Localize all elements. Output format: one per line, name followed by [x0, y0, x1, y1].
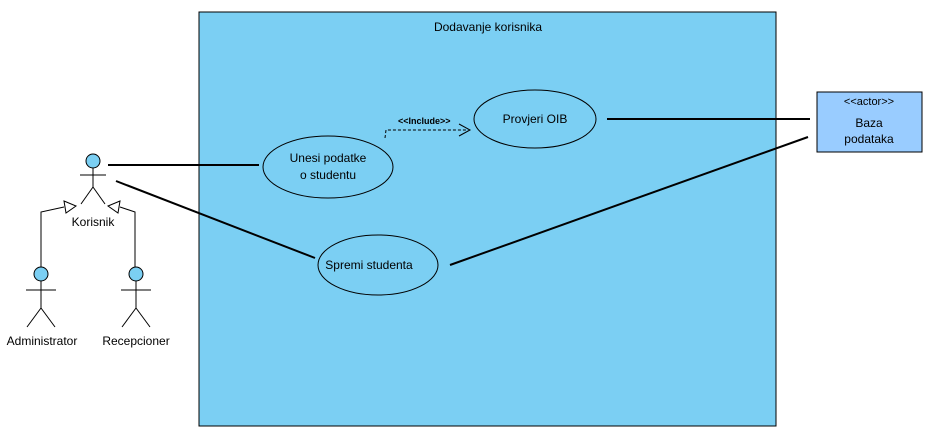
actor-recepcioner-label: Recepcioner: [102, 334, 169, 348]
actor-korisnik-label: Korisnik: [72, 215, 116, 229]
usecase-unesi-ellipse[interactable]: [262, 135, 394, 199]
actor-korisnik-leg-left: [80, 186, 94, 205]
associations: [108, 118, 810, 266]
usecase-spremi-studenta[interactable]: Spremi studenta: [317, 234, 439, 296]
usecase-unesi-label-line1: Unesi podatke: [290, 151, 367, 165]
system-title: Dodavanje korisnika: [434, 20, 542, 34]
usecase-provjeri-ellipse[interactable]: [473, 89, 597, 149]
external-actor-stereotype: <<actor>>: [844, 96, 894, 108]
generalization-recepcioner[interactable]: [119, 206, 136, 268]
actor-recepcioner-head: [128, 266, 144, 282]
external-actor-baza-podataka[interactable]: <<actor>> Baza podataka: [816, 91, 923, 153]
generalization-arrowhead-administrator: [63, 200, 78, 214]
actor-administrator-leg-left: [26, 307, 42, 328]
actor-administrator-head: [33, 266, 49, 282]
include-arrowhead: [458, 123, 472, 137]
actor-korisnik-leg-right: [92, 186, 106, 205]
system-boundary: Dodavanje korisnika: [198, 11, 777, 427]
system-boundary-box[interactable]: [198, 11, 777, 427]
include-dashed-line[interactable]: [384, 129, 468, 139]
include-label: <<Include>>: [398, 116, 451, 126]
actor-administrator[interactable]: [26, 266, 56, 328]
generalization-arrowhead-recepcioner: [106, 200, 121, 214]
usecase-unesi-label-line2: o studentu: [300, 168, 356, 182]
assoc-spremi-baza[interactable]: [449, 136, 809, 266]
usecase-spremi-label: Spremi studenta: [325, 258, 413, 272]
actor-administrator-leg-right: [40, 307, 56, 328]
include-relation: <<Include>>: [384, 116, 472, 139]
external-actor-label-line2: podataka: [844, 132, 894, 146]
external-actor-label-line1: Baza: [855, 116, 883, 130]
usecase-spremi-ellipse[interactable]: [317, 234, 439, 296]
actor-korisnik-head: [85, 153, 101, 169]
usecase-provjeri-label: Provjeri OIB: [503, 112, 568, 126]
actor-recepcioner[interactable]: [121, 266, 151, 328]
external-actor-box[interactable]: [816, 91, 923, 153]
usecase-unesi-podatke[interactable]: Unesi podatke o studentu: [262, 135, 394, 199]
assoc-korisnik-spremi[interactable]: [115, 180, 316, 259]
actor-recepcioner-leg-left: [121, 307, 137, 328]
actor-recepcioner-leg-right: [135, 307, 151, 328]
generalization-administrator[interactable]: [40, 206, 65, 268]
actor-administrator-label: Administrator: [7, 334, 78, 348]
generalizations: [40, 200, 136, 268]
actor-korisnik[interactable]: [80, 153, 106, 205]
usecase-provjeri-oib[interactable]: Provjeri OIB: [473, 89, 597, 149]
